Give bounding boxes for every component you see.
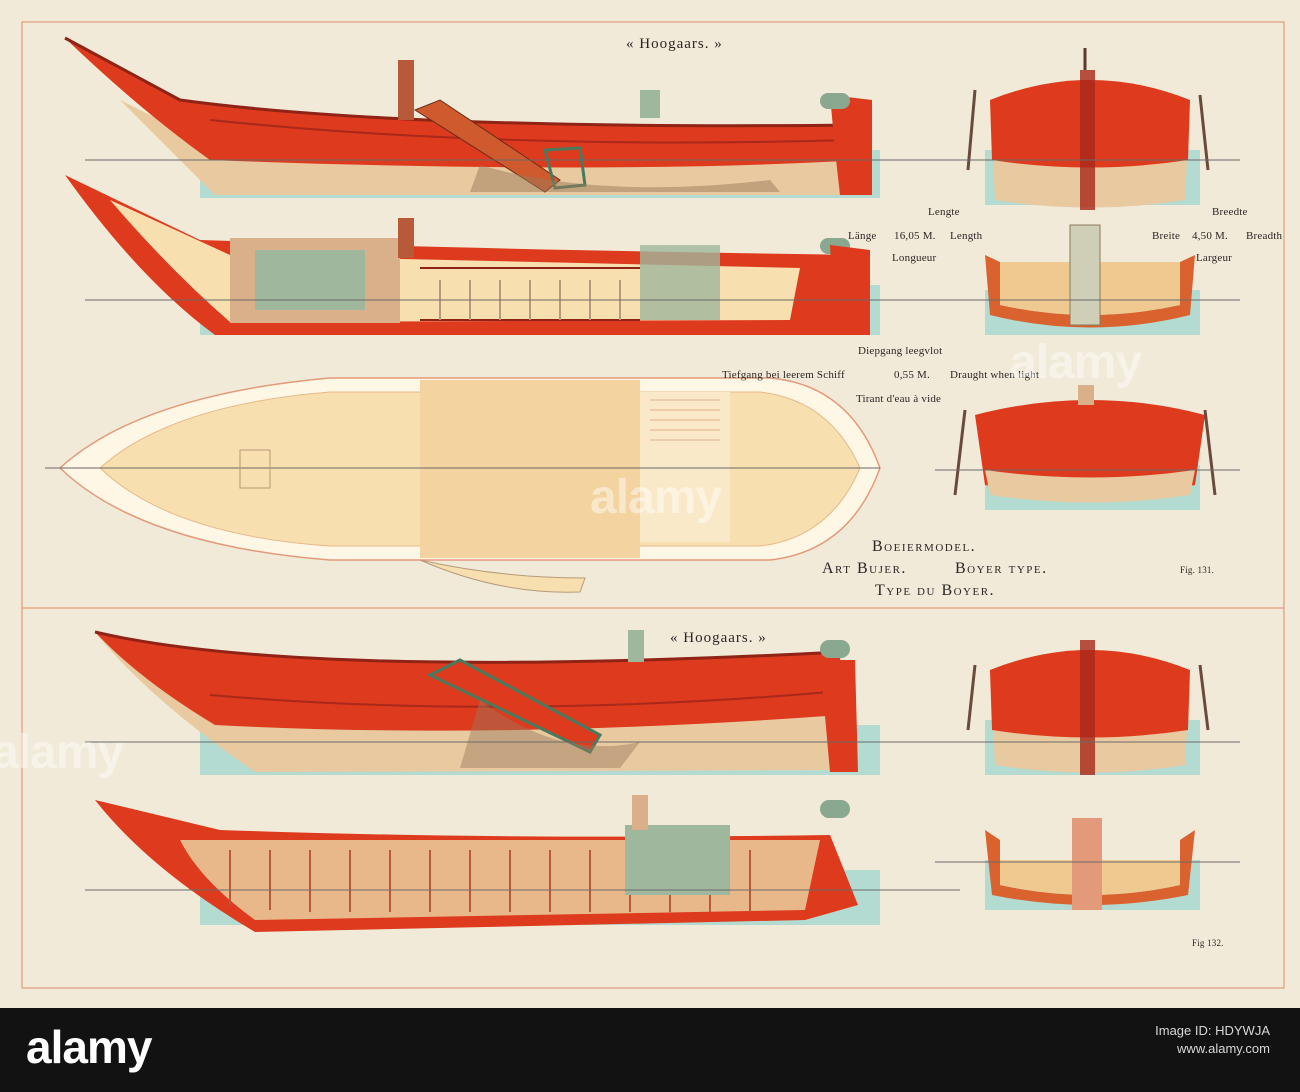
- fig132-longitudinal-section: [85, 795, 960, 932]
- ship-plan-drawing: [21, 21, 1285, 989]
- title-bottom: « Hoogaars. »: [670, 630, 767, 646]
- length-value: 16,05 M.: [894, 230, 936, 242]
- draught-label-nl: Diepgang leegvlot: [858, 345, 943, 357]
- watermark-center: alamy: [590, 471, 722, 524]
- breadth-label-en: Breadth: [1246, 230, 1283, 242]
- title-top: « Hoogaars. »: [626, 36, 723, 52]
- figure-number-132: Fig 132.: [1192, 938, 1224, 948]
- engraving-plate: « Hoogaars. » « Hoogaars. » Lengte Länge…: [0, 0, 1300, 1008]
- fig131-longitudinal-section: [65, 175, 960, 335]
- draught-value: 0,55 M.: [894, 369, 930, 381]
- plate-frame: [21, 21, 1285, 989]
- length-label-de: Länge: [848, 230, 877, 242]
- breadth-value: 4,50 M.: [1192, 230, 1228, 242]
- fig131-front-view: [935, 48, 1240, 210]
- fig131-side-elevation: [64, 36, 960, 198]
- fig132-cross-section: [935, 818, 1240, 910]
- length-label-fr: Longueur: [892, 252, 937, 264]
- fig132-front-view: [935, 640, 1240, 775]
- footer-bar: [0, 1008, 1300, 1092]
- site-url-text: www.alamy.com: [1177, 1041, 1270, 1056]
- watermark-right: alamy: [1010, 336, 1142, 389]
- fig131-deck-plan: [45, 377, 881, 593]
- draught-label-de: Tiefgang bei leerem Schiff: [722, 369, 845, 381]
- length-label-en: Length: [950, 230, 983, 242]
- breadth-label-de: Breite: [1152, 230, 1181, 242]
- fig132-side-elevation: [85, 630, 960, 775]
- footer-logo: alamy: [26, 1021, 152, 1073]
- length-label-nl: Lengte: [928, 206, 960, 218]
- breadth-label-nl: Breedte: [1212, 206, 1248, 218]
- caption-line-3: Type du Boyer.: [875, 582, 996, 599]
- footer-stock-info: Image ID: HDYWJA www.alamy.com: [1070, 1022, 1270, 1058]
- fig131-stern-view: [935, 385, 1240, 510]
- draught-label-fr: Tirant d'eau à vide: [856, 393, 942, 405]
- draught-label-en: Draught when light: [950, 369, 1040, 381]
- caption-line-1: Boeiermodel.: [872, 538, 977, 555]
- image-id-text: Image ID: HDYWJA: [1155, 1023, 1270, 1038]
- figure-number-131: Fig. 131.: [1180, 565, 1215, 575]
- breadth-label-fr: Largeur: [1196, 252, 1233, 264]
- watermark-left: alamy: [0, 726, 124, 779]
- fig131-cross-section: [935, 224, 1240, 335]
- caption-line-2a: Art Bujer.: [822, 560, 907, 577]
- caption-line-2b: Boyer type.: [955, 560, 1048, 577]
